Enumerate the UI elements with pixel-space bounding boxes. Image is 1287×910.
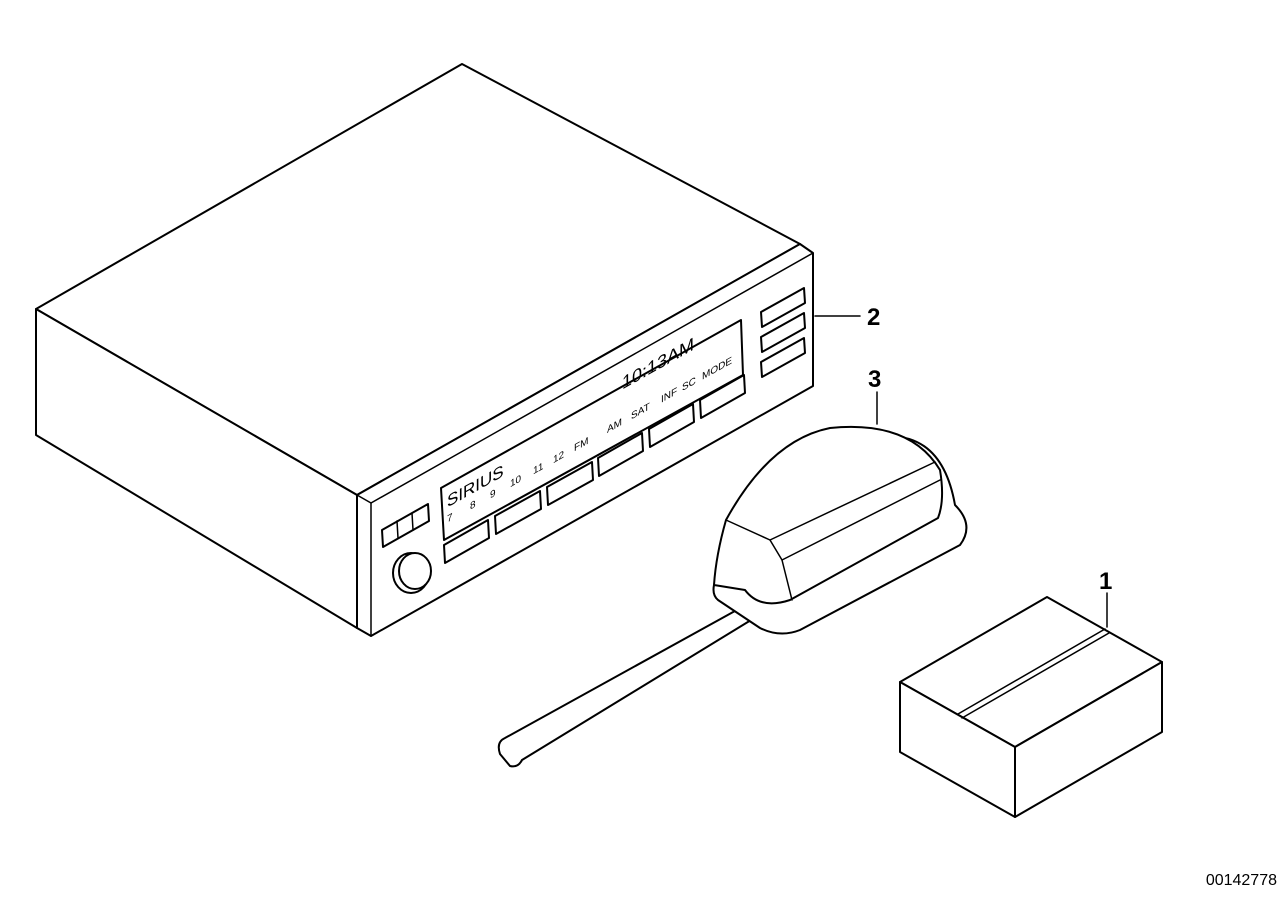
- antenna-cable: [497, 605, 757, 768]
- box-tape-line-1: [957, 628, 1106, 715]
- box-tape-line-2: [961, 632, 1110, 719]
- lcd-preset-11: 11: [533, 460, 543, 477]
- side-button-2: [760, 312, 806, 353]
- callout-label-3: 3: [868, 366, 881, 393]
- callout-3: 3: [868, 366, 881, 425]
- callout-1: 1: [1099, 568, 1112, 628]
- preset-button-1: [443, 519, 490, 564]
- preset-button-6: [699, 374, 746, 419]
- lcd-preset-9: 9: [490, 487, 496, 501]
- lcd-preset-12: 12: [553, 449, 564, 466]
- callout-label-1: 1: [1099, 568, 1112, 595]
- volume-knob: [392, 552, 432, 594]
- preset-button-4: [597, 432, 644, 477]
- antenna-housing: [713, 425, 944, 605]
- catalog-number: 00142778: [1205, 872, 1277, 889]
- preset-button-5: [648, 403, 695, 448]
- preset-button-2: [494, 490, 542, 535]
- side-button-3: [760, 337, 806, 378]
- box-side-face: [1014, 661, 1163, 818]
- lcd-preset-10: 10: [510, 473, 521, 490]
- lcd-preset-7: 7: [447, 511, 453, 525]
- lcd-preset-8: 8: [470, 498, 476, 512]
- callout-2: 2: [814, 304, 880, 331]
- preset-button-3: [546, 461, 594, 506]
- roof-antenna: [497, 425, 968, 768]
- satellite-radio-unit: SIRIUS 10:13AM 7 8 9 10 11 12 FM AM SAT …: [35, 63, 814, 637]
- callout-label-2: 2: [867, 304, 880, 331]
- side-button-1: [760, 287, 806, 328]
- packaging-box: [899, 596, 1163, 818]
